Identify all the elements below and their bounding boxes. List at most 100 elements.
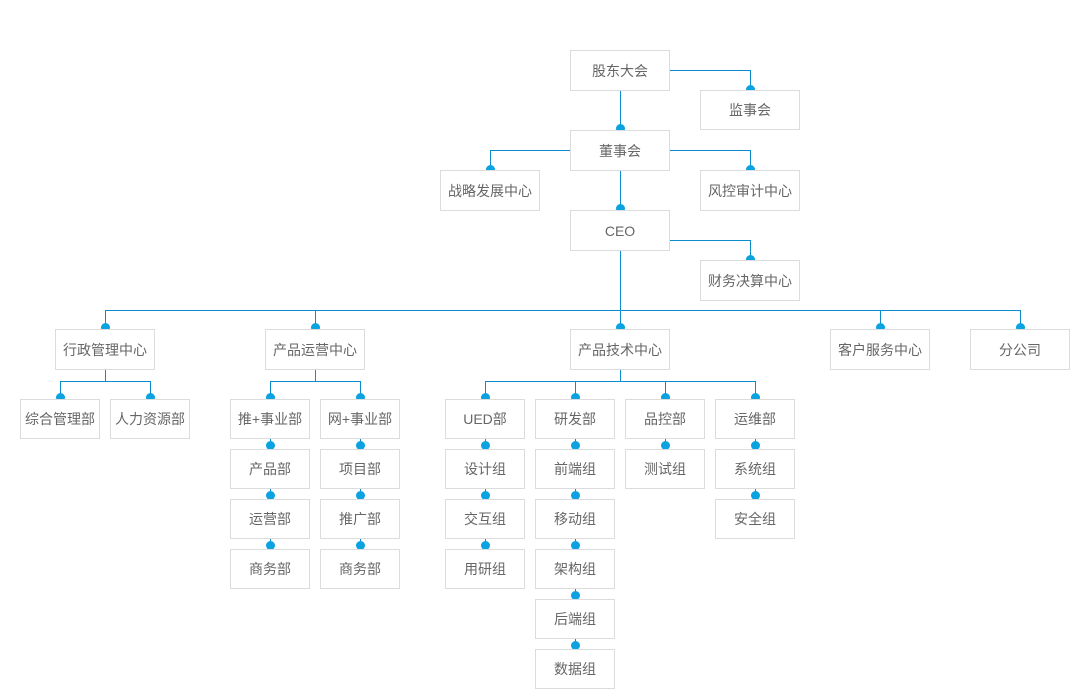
connector-dot-ops-wang-2 (355, 491, 365, 500)
connector-bus-admin (105, 310, 106, 331)
connector-dot-admin-center (101, 323, 110, 332)
connector-tech-child-1 (485, 381, 486, 401)
node-tech-ops-2[interactable]: 安全组 (715, 499, 795, 539)
connector-tech-child-4 (755, 381, 756, 401)
connector-admin-bar (60, 381, 151, 382)
connector-shareholders-board (620, 91, 621, 132)
node-ops-wang-1[interactable]: 项目部 (320, 449, 400, 489)
node-product-technology-center[interactable]: 产品技术中心 (570, 329, 670, 370)
connector-dot-tech-child-3 (661, 393, 670, 402)
connector-dot-tech-rd-1 (570, 441, 580, 450)
connector-tech-child-3 (665, 381, 666, 401)
connector-admin-child-2 (150, 381, 151, 401)
connector-ceo-finance-h (670, 240, 751, 241)
connector-board-ceo (620, 171, 621, 212)
connector-ceo-finance-v (750, 240, 751, 262)
node-ops-tui-2[interactable]: 运营部 (230, 499, 310, 539)
node-ops-wang-3[interactable]: 商务部 (320, 549, 400, 589)
node-admin-general-0[interactable]: 综合管理部 (20, 399, 100, 439)
connector-tech-child-2 (575, 381, 576, 401)
connector-shareholders-supervisory-v (750, 70, 751, 92)
node-ops-tui-1[interactable]: 产品部 (230, 449, 310, 489)
connector-dot-ops-tui-2 (265, 491, 275, 500)
node-branch-company[interactable]: 分公司 (970, 329, 1070, 370)
connector-dot-tech-rd-5 (570, 641, 580, 650)
connector-dot-admin-child-1 (56, 393, 65, 402)
connector-dot-ops-wang-1 (355, 441, 365, 450)
node-tech-qa-1[interactable]: 测试组 (625, 449, 705, 489)
node-tech-rd-5[interactable]: 数据组 (535, 649, 615, 689)
connector-dot-tech-child-4 (751, 393, 760, 402)
connector-dot-branch (1016, 323, 1025, 332)
connector-dot-tech-ops-1 (750, 441, 760, 450)
node-tech-ops-1[interactable]: 系统组 (715, 449, 795, 489)
connector-dot-tech-ued-2 (480, 491, 490, 500)
connector-dot-service-center (876, 323, 885, 332)
connector-board-riskaudit-h (670, 150, 751, 151)
node-tech-ued-2[interactable]: 交互组 (445, 499, 525, 539)
connector-board-strategy-h (490, 150, 571, 151)
connector-ops-child-1 (270, 381, 271, 401)
connector-admin-stem (105, 370, 106, 381)
node-tech-ops-0[interactable]: 运维部 (715, 399, 795, 439)
connector-ops-bar (270, 381, 361, 382)
connector-dot-admin-child-2 (146, 393, 155, 402)
node-ceo[interactable]: CEO (570, 210, 670, 251)
connector-dot-ceo (616, 204, 625, 213)
connector-board-strategy-v (490, 150, 491, 172)
connector-ops-child-2 (360, 381, 361, 401)
connector-dot-tech-rd-3 (570, 541, 580, 550)
node-tech-rd-0[interactable]: 研发部 (535, 399, 615, 439)
connector-main-bus (105, 310, 1021, 311)
connector-dot-ops-tui-3 (265, 541, 275, 550)
node-finance-settlement-center[interactable]: 财务决算中心 (700, 260, 800, 301)
connector-dot-ops-wang-3 (355, 541, 365, 550)
connector-dot-ops-child-2 (356, 393, 365, 402)
node-tech-ued-1[interactable]: 设计组 (445, 449, 525, 489)
connector-dot-supervisory (746, 85, 755, 94)
node-admin-hr-0[interactable]: 人力资源部 (110, 399, 190, 439)
node-tech-ued-3[interactable]: 用研组 (445, 549, 525, 589)
node-tech-rd-3[interactable]: 架构组 (535, 549, 615, 589)
node-ops-tui-0[interactable]: 推+事业部 (230, 399, 310, 439)
connector-dot-tech-ued-1 (480, 441, 490, 450)
node-tech-rd-2[interactable]: 移动组 (535, 499, 615, 539)
node-board-of-directors[interactable]: 董事会 (570, 130, 670, 171)
connector-dot-tech-child-2 (571, 393, 580, 402)
connector-bus-service (880, 310, 881, 331)
connector-tech-stem (620, 370, 621, 381)
connector-bus-branch (1020, 310, 1021, 331)
connector-dot-tech-rd-2 (570, 491, 580, 500)
node-admin-management-center[interactable]: 行政管理中心 (55, 329, 155, 370)
connector-dot-tech-qa-1 (660, 441, 670, 450)
node-supervisory-board[interactable]: 监事会 (700, 90, 800, 130)
connector-dot-ops-child-1 (266, 393, 275, 402)
connector-shareholders-supervisory-h (670, 70, 751, 71)
node-shareholders-meeting[interactable]: 股东大会 (570, 50, 670, 91)
node-ops-tui-3[interactable]: 商务部 (230, 549, 310, 589)
node-tech-rd-1[interactable]: 前端组 (535, 449, 615, 489)
node-risk-audit-center[interactable]: 风控审计中心 (700, 170, 800, 211)
node-tech-rd-4[interactable]: 后端组 (535, 599, 615, 639)
connector-dot-riskaudit (746, 165, 755, 174)
connector-ops-stem (315, 370, 316, 381)
connector-dot-board (616, 124, 625, 133)
node-ops-wang-0[interactable]: 网+事业部 (320, 399, 400, 439)
connector-dot-tech-center (616, 323, 625, 332)
connector-ceo-bus (620, 251, 621, 311)
connector-dot-finance (746, 255, 755, 264)
node-ops-wang-2[interactable]: 推广部 (320, 499, 400, 539)
node-strategy-development-center[interactable]: 战略发展中心 (440, 170, 540, 211)
node-product-operations-center[interactable]: 产品运营中心 (265, 329, 365, 370)
connector-bus-tech (620, 310, 621, 331)
connector-board-riskaudit-v (750, 150, 751, 172)
node-customer-service-center[interactable]: 客户服务中心 (830, 329, 930, 370)
node-tech-qa-0[interactable]: 品控部 (625, 399, 705, 439)
connector-dot-ops-tui-1 (265, 441, 275, 450)
connector-dot-tech-ops-2 (750, 491, 760, 500)
node-tech-ued-0[interactable]: UED部 (445, 399, 525, 439)
connector-tech-bar (485, 381, 756, 382)
connector-dot-tech-rd-4 (570, 591, 580, 600)
connector-dot-tech-ued-3 (480, 541, 490, 550)
